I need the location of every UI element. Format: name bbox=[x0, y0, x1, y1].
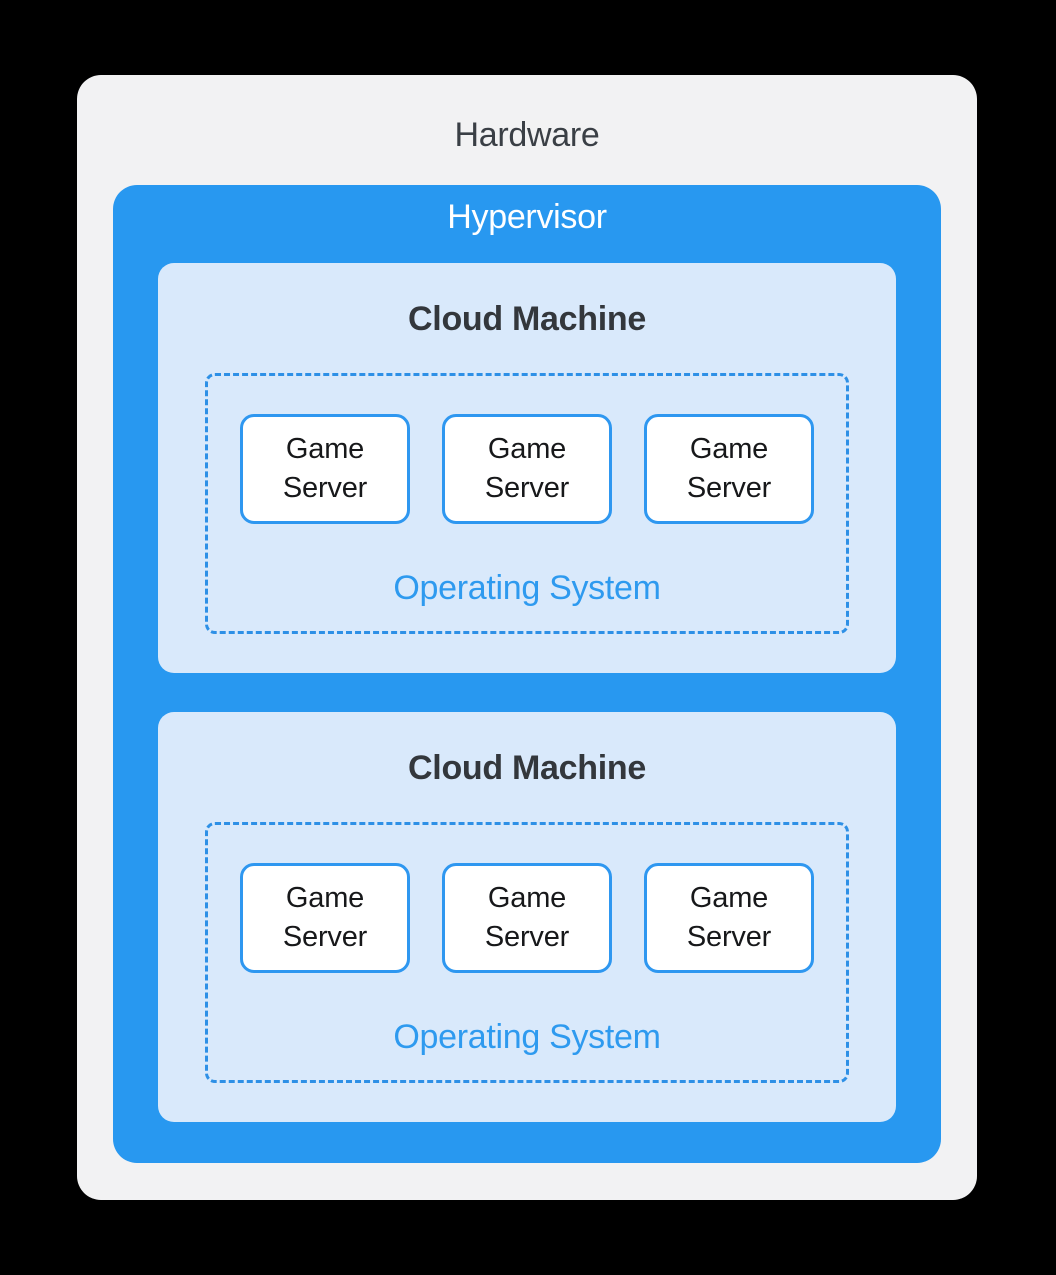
server-row-2: Game Server Game Server Game Server bbox=[208, 863, 846, 973]
cloud-machine-2: Cloud Machine Game Server Game Server Ga… bbox=[158, 712, 896, 1122]
game-server-box: Game Server bbox=[442, 414, 612, 524]
operating-system-label: Operating System bbox=[393, 1018, 661, 1056]
game-server-label: Game Server bbox=[686, 433, 772, 504]
cloud-machine-1-label: Cloud Machine bbox=[408, 300, 646, 338]
cloud-machine-1: Cloud Machine Game Server Game Server Ga… bbox=[158, 263, 896, 673]
hypervisor-container: Hypervisor Cloud Machine Game Server Gam… bbox=[113, 185, 941, 1163]
os-boundary-1: Game Server Game Server Game Server Oper… bbox=[205, 373, 849, 634]
game-server-label: Game Server bbox=[282, 433, 368, 504]
game-server-box: Game Server bbox=[442, 863, 612, 973]
hardware-label: Hardware bbox=[454, 116, 600, 154]
game-server-label: Game Server bbox=[484, 882, 570, 953]
game-server-box: Game Server bbox=[644, 414, 814, 524]
cloud-machine-2-label: Cloud Machine bbox=[408, 749, 646, 787]
os-boundary-2: Game Server Game Server Game Server Oper… bbox=[205, 822, 849, 1083]
hardware-container: Hardware Hypervisor Cloud Machine Game S… bbox=[77, 75, 977, 1200]
game-server-label: Game Server bbox=[686, 882, 772, 953]
game-server-label: Game Server bbox=[282, 882, 368, 953]
server-row-1: Game Server Game Server Game Server bbox=[208, 414, 846, 524]
hypervisor-label: Hypervisor bbox=[447, 198, 607, 236]
game-server-box: Game Server bbox=[240, 414, 410, 524]
game-server-label: Game Server bbox=[484, 433, 570, 504]
game-server-box: Game Server bbox=[240, 863, 410, 973]
operating-system-label: Operating System bbox=[393, 569, 661, 607]
game-server-box: Game Server bbox=[644, 863, 814, 973]
